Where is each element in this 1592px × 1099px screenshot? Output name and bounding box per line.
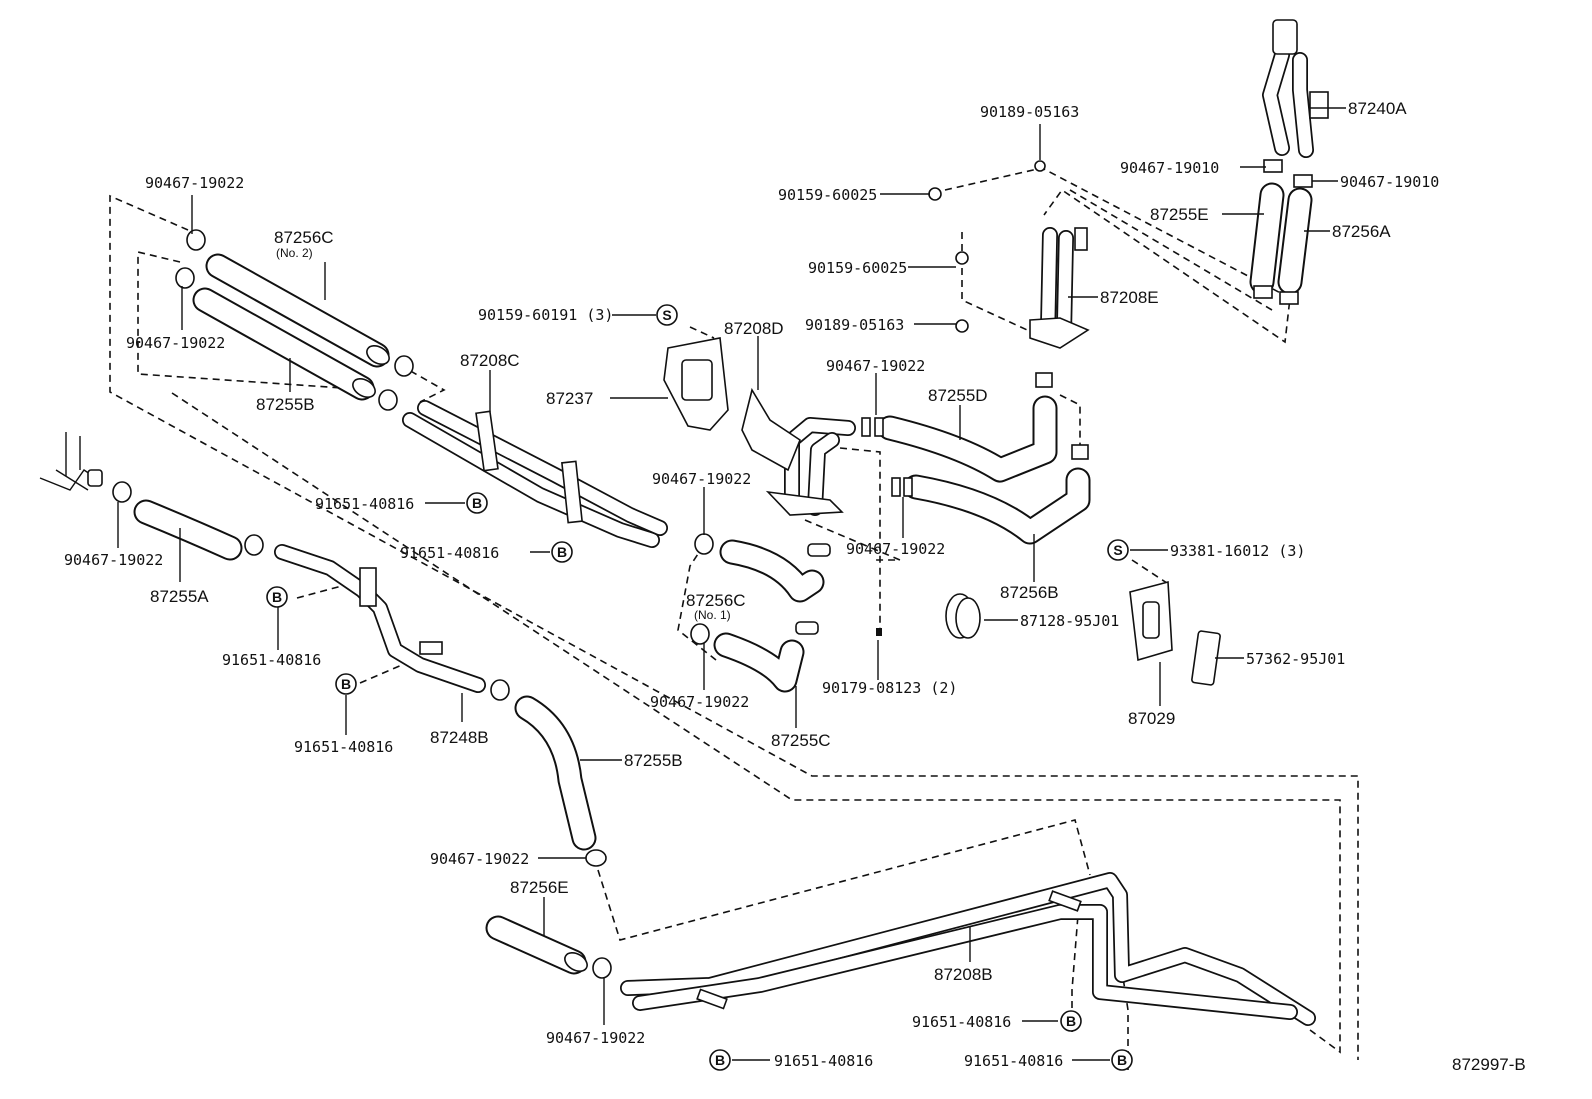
svg-text:S: S	[1113, 542, 1122, 558]
part-label: 87255D	[928, 386, 988, 405]
part-57362-95J01	[1191, 630, 1221, 686]
hose-87255B-top	[192, 287, 376, 401]
part-label: 91651-40816	[315, 495, 414, 513]
svg-text:B: B	[557, 544, 567, 560]
part-label: 91651-40816	[294, 738, 393, 756]
bolt-symbols: B B B B B B B S S	[266, 304, 1133, 1071]
bolt-b-symbol: B	[1060, 1010, 1082, 1032]
svg-text:B: B	[272, 589, 282, 605]
pipe-87208B	[620, 872, 1316, 1026]
part-label: 90467-19010	[1120, 159, 1219, 177]
part-label: 87256C	[274, 228, 334, 247]
part-label: 87208C	[460, 351, 520, 370]
part-label: 91651-40816	[774, 1052, 873, 1070]
hose-87256C-no2	[205, 253, 390, 368]
screw-s-symbol: S	[1107, 539, 1129, 561]
svg-text:B: B	[472, 495, 482, 511]
part-label: 87240A	[1348, 99, 1407, 118]
part-label: 87256C	[686, 591, 746, 610]
svg-text:B: B	[341, 676, 351, 692]
part-label: 87255B	[256, 395, 315, 414]
part-label: 91651-40816	[964, 1052, 1063, 1070]
part-label: 90467-19022	[430, 850, 529, 868]
pipe-87248B	[274, 544, 486, 693]
diagram-code: 872997-B	[1452, 1055, 1526, 1074]
part-label: 87255C	[771, 731, 831, 750]
part-label: 87208E	[1100, 288, 1159, 307]
part-label: 91651-40816	[912, 1013, 1011, 1031]
part-label: 90467-19022	[126, 334, 225, 352]
part-label: 90467-19022	[546, 1029, 645, 1047]
leader-lines	[117, 107, 1346, 1061]
part-label: 87208D	[724, 319, 784, 338]
part-label: 87256A	[1332, 222, 1391, 241]
hose-87255A	[39, 432, 243, 561]
part-label: 91651-40816	[222, 651, 321, 669]
pipe-87240A	[1262, 19, 1329, 158]
part-87237	[663, 337, 729, 431]
hose-87255D	[877, 395, 1058, 483]
part-label: 90467-19022	[826, 357, 925, 375]
part-label: 87256E	[510, 878, 569, 897]
part-label: 87255A	[150, 587, 209, 606]
hose-87256C-no1	[719, 539, 825, 603]
part-label: 90467-19022	[650, 693, 749, 711]
part-label: 57362-95J01	[1246, 650, 1345, 668]
part-label: (No. 1)	[694, 608, 731, 622]
part-label: 87237	[546, 389, 593, 408]
part-label: (No. 2)	[276, 246, 313, 260]
svg-text:S: S	[662, 307, 671, 323]
screw-s-symbol: S	[656, 304, 678, 326]
bolt-b-symbol: B	[466, 492, 488, 514]
bolt-b-symbol: B	[1111, 1049, 1133, 1071]
part-label: 87256B	[1000, 583, 1059, 602]
pipe-87208D	[741, 387, 856, 516]
phantom-lines	[109, 167, 1359, 1070]
part-label: 90159-60025	[778, 186, 877, 204]
part-label: 87208B	[934, 965, 993, 984]
part-labels: 87240A 90467-19010 90467-19010 87255E 87…	[64, 99, 1526, 1074]
pipe-87208E	[1029, 227, 1090, 349]
hose-87255E	[1249, 182, 1285, 295]
part-label: 87255B	[624, 751, 683, 770]
part-label: 90467-19022	[846, 540, 945, 558]
part-label: 87248B	[430, 728, 489, 747]
part-87128-95J01	[945, 593, 981, 639]
part-label: 90189-05163	[980, 103, 1079, 121]
hose-clamps	[112, 159, 1313, 979]
svg-text:B: B	[1066, 1013, 1076, 1029]
hose-87255B-low	[514, 695, 597, 851]
part-label: 90467-19022	[145, 174, 244, 192]
part-label: 90159-60191 (3)	[478, 306, 613, 324]
bolt-b-symbol: B	[335, 673, 357, 695]
svg-text:B: B	[1117, 1052, 1127, 1068]
bolt-b-symbol: B	[266, 586, 288, 608]
hose-87256A	[1277, 187, 1313, 295]
part-label: 90189-05163	[805, 316, 904, 334]
svg-text:B: B	[715, 1052, 725, 1068]
part-label: 90179-08123 (2)	[822, 679, 957, 697]
part-label: 87128-95J01	[1020, 612, 1119, 630]
part-label: 87255E	[1150, 205, 1209, 224]
hose-87256E	[485, 915, 588, 975]
hose-87255C	[713, 632, 805, 693]
hose-87256B	[903, 467, 1091, 545]
part-label: 90467-19022	[652, 470, 751, 488]
pipe-87208C	[402, 400, 668, 548]
bolt-b-symbol: B	[551, 541, 573, 563]
bolt-b-symbol: B	[709, 1049, 731, 1071]
part-label: 90159-60025	[808, 259, 907, 277]
part-label: 90467-19022	[64, 551, 163, 569]
part-label: 90467-19010	[1340, 173, 1439, 191]
part-label: 91651-40816	[400, 544, 499, 562]
part-87029	[1129, 580, 1173, 662]
part-label: 93381-16012 (3)	[1170, 542, 1305, 560]
part-label: 87029	[1128, 709, 1175, 728]
